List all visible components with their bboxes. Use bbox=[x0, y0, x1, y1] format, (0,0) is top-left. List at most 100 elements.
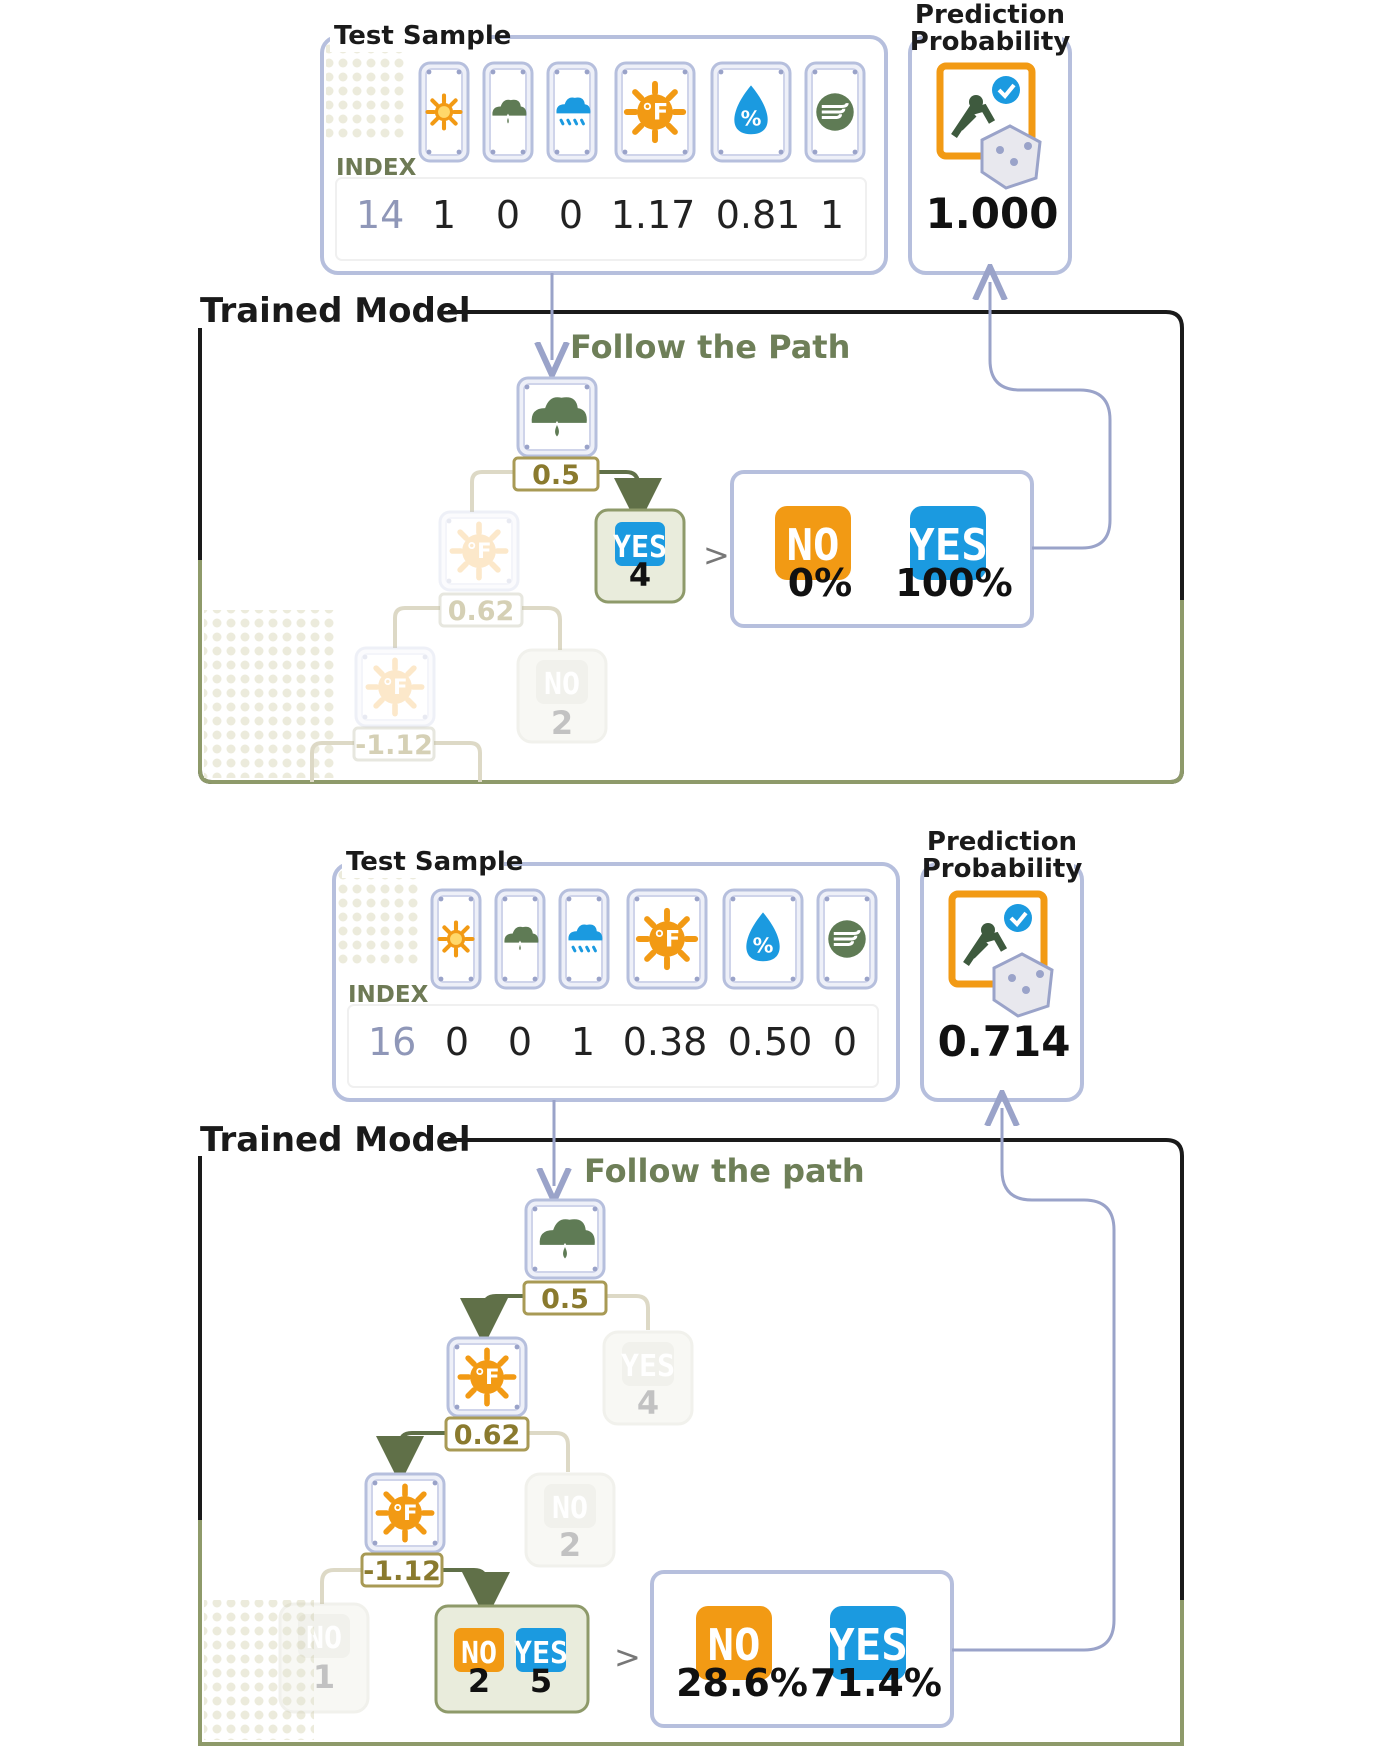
active-branch-arrow bbox=[460, 1294, 524, 1346]
svg-text:4: 4 bbox=[637, 1384, 659, 1422]
rain-cloud-node-icon bbox=[524, 1198, 606, 1280]
temperature-node-icon: °F bbox=[446, 1336, 528, 1418]
sun-icon bbox=[418, 61, 470, 163]
active-leaf: YES 4 bbox=[594, 508, 686, 604]
leaf-yes-faded: YES 4 bbox=[602, 1330, 694, 1426]
arrow-chevron: > bbox=[614, 1638, 641, 1676]
svg-text:NO: NO bbox=[552, 1491, 588, 1526]
feature-value: 1 bbox=[432, 193, 456, 237]
svg-text:YES: YES bbox=[621, 1349, 675, 1384]
panel-2: Test Sample INDEX 16 0 0 1 0.38 0.50 0 °… bbox=[196, 826, 1184, 1746]
test-sample-box: Test Sample INDEX 16 0 0 1 0.38 0.50 0 °… bbox=[332, 846, 900, 1102]
yes-label: YES bbox=[828, 1620, 907, 1671]
temperature-icon: °F bbox=[626, 888, 708, 990]
threshold-label-faded: -1.12 bbox=[355, 730, 433, 761]
feature-value: 1.17 bbox=[611, 193, 696, 237]
feature-value: 0.38 bbox=[623, 1020, 708, 1064]
yes-count: 5 bbox=[530, 1662, 552, 1700]
yes-badge bbox=[615, 522, 665, 566]
active-branch-arrow bbox=[598, 470, 662, 526]
no-percentage: 28.6% bbox=[676, 1661, 808, 1705]
result-box: NO 0% YES 100% bbox=[730, 470, 1034, 628]
svg-text:NO: NO bbox=[544, 667, 580, 702]
threshold-label: -1.12 bbox=[363, 1556, 441, 1587]
svg-text:°F: °F bbox=[475, 1364, 500, 1389]
panel-1: Test Sample INDEX 14 1 0 0 1.17 0.81 1 °… bbox=[196, 0, 1184, 784]
svg-text:1: 1 bbox=[313, 1658, 335, 1696]
feature-value: 1 bbox=[571, 1020, 595, 1064]
temperature-icon: °F bbox=[614, 61, 696, 163]
trained-model-box: Trained Model Follow the path 0.5 °F 0.6… bbox=[196, 1100, 1184, 1746]
yes-label: YES bbox=[908, 520, 987, 571]
svg-text:NO: NO bbox=[306, 1621, 342, 1656]
snow-cloud-icon bbox=[558, 888, 610, 990]
sun-icon bbox=[430, 888, 482, 990]
svg-text:°F: °F bbox=[642, 99, 668, 125]
no-badge bbox=[454, 1628, 504, 1672]
follow-path-label: Follow the path bbox=[584, 1152, 865, 1190]
snow-cloud-icon bbox=[546, 61, 598, 163]
probability-value: 1.000 bbox=[926, 189, 1059, 238]
trained-model-box: Trained Model Follow the Path 0.5 °F 0.6… bbox=[196, 273, 1184, 784]
svg-text:2: 2 bbox=[559, 1526, 581, 1564]
prediction-label-line2: Probability bbox=[922, 854, 1083, 884]
model-label: Trained Model bbox=[200, 291, 471, 331]
wind-icon bbox=[816, 888, 878, 990]
svg-text:°F: °F bbox=[467, 538, 492, 563]
follow-path-label: Follow the Path bbox=[570, 328, 850, 366]
svg-text:%: % bbox=[753, 933, 774, 957]
yes-percentage: 100% bbox=[895, 561, 1012, 605]
prediction-probability-box: Prediction Probability 0.714 bbox=[920, 826, 1084, 1102]
svg-text:°F: °F bbox=[393, 1500, 418, 1525]
yes-badge bbox=[910, 506, 986, 580]
prediction-probability-box: Prediction Probability 1.000 bbox=[908, 0, 1072, 275]
threshold-label: 0.62 bbox=[454, 1420, 521, 1451]
test-sample-label: Test Sample bbox=[346, 847, 523, 877]
probability-value: 0.714 bbox=[938, 1017, 1071, 1066]
test-sample-box: Test Sample INDEX 14 1 0 0 1.17 0.81 1 °… bbox=[320, 20, 888, 275]
rain-cloud-icon bbox=[494, 888, 546, 990]
index-value: 14 bbox=[356, 193, 404, 237]
leaf-no-faded: NO 2 bbox=[524, 1472, 616, 1568]
feature-value: 0 bbox=[445, 1020, 469, 1064]
no-percentage: 0% bbox=[788, 561, 853, 605]
humidity-icon: % bbox=[710, 61, 792, 163]
no-badge bbox=[696, 1606, 772, 1680]
rain-cloud-node-icon bbox=[516, 376, 598, 458]
svg-text:°F: °F bbox=[383, 674, 408, 699]
humidity-icon: % bbox=[722, 888, 804, 990]
no-label: NO bbox=[461, 1636, 497, 1671]
prediction-label-line1: Prediction bbox=[915, 0, 1065, 30]
threshold-label: 0.5 bbox=[541, 1284, 589, 1315]
no-badge bbox=[775, 506, 851, 580]
index-label: INDEX bbox=[348, 982, 429, 1008]
rain-cloud-icon bbox=[482, 61, 534, 163]
active-leaf: NO 2 YES 5 bbox=[434, 1604, 590, 1714]
yes-percentage: 71.4% bbox=[810, 1661, 942, 1705]
yes-count: 4 bbox=[629, 556, 651, 594]
feature-value: 0 bbox=[496, 193, 520, 237]
no-label: NO bbox=[787, 520, 840, 571]
prediction-label-line2: Probability bbox=[910, 27, 1071, 57]
yes-badge bbox=[516, 1628, 566, 1672]
temperature-node-icon: °F bbox=[354, 646, 436, 728]
feature-value: 0.50 bbox=[728, 1020, 813, 1064]
wind-icon bbox=[804, 61, 866, 163]
threshold-label-faded: 0.62 bbox=[448, 596, 515, 627]
feature-value: 0 bbox=[833, 1020, 857, 1064]
arrow-chevron: > bbox=[703, 536, 730, 574]
yes-label: YES bbox=[613, 530, 667, 565]
index-label: INDEX bbox=[336, 155, 417, 181]
prediction-label-line1: Prediction bbox=[927, 827, 1077, 857]
temperature-node-icon: °F bbox=[438, 510, 520, 592]
threshold-label: 0.5 bbox=[532, 460, 580, 491]
model-label: Trained Model bbox=[200, 1120, 471, 1160]
svg-text:%: % bbox=[741, 106, 762, 130]
golf-dice-icon bbox=[936, 62, 1042, 190]
temperature-node-icon: °F bbox=[364, 1472, 446, 1554]
feature-value: 0 bbox=[559, 193, 583, 237]
test-sample-label: Test Sample bbox=[334, 21, 511, 51]
leaf-no-faded: NO 2 bbox=[516, 648, 608, 744]
feature-value: 0.81 bbox=[716, 193, 801, 237]
